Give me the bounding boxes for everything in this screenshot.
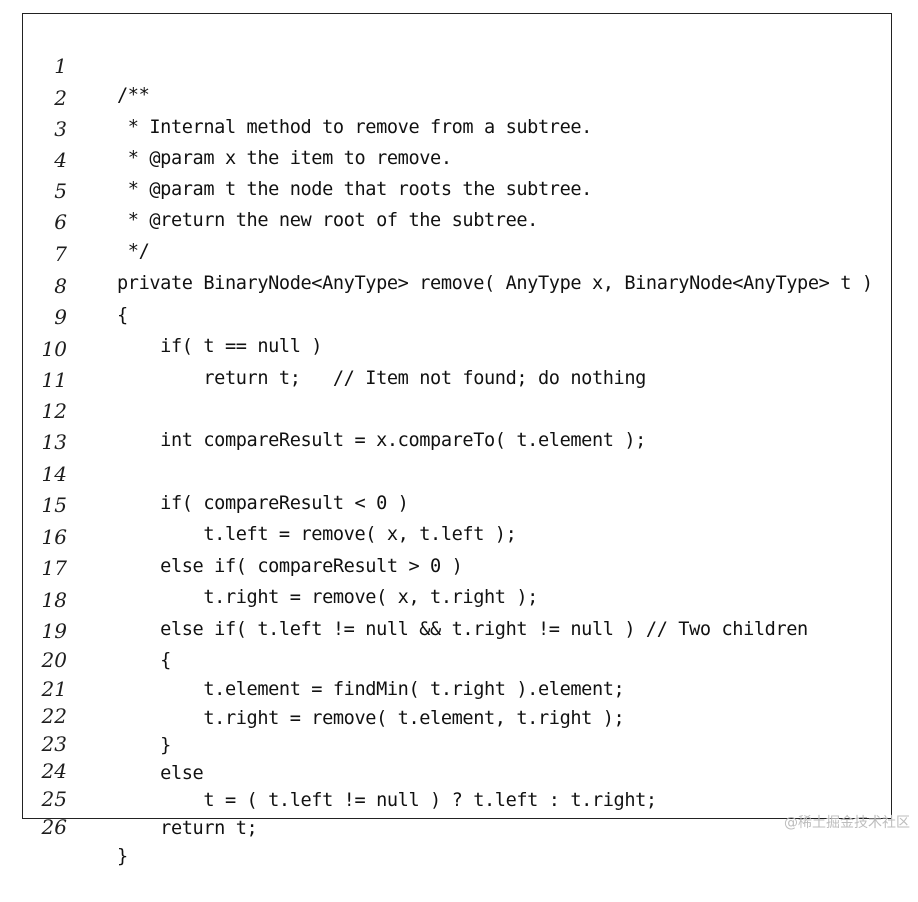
code-listing-frame: 1 /** 2 * Internal method to remove from… [22, 13, 892, 867]
line-code: else [117, 763, 204, 784]
code-line: 10 return t; // Item not found; do nothi… [23, 304, 891, 389]
code-line: 6 */ [23, 177, 891, 262]
line-code: if( t == null ) [117, 336, 323, 357]
line-code: } [117, 846, 128, 867]
code-line: 14 if( compareResult < 0 ) [23, 429, 891, 514]
line-code: * Internal method to remove from a subtr… [117, 117, 593, 138]
line-number: 9 [54, 305, 67, 329]
line-code: t.right = remove( t.element, t.right ); [117, 708, 625, 729]
line-code: * @param t the node that roots the subtr… [117, 179, 593, 200]
line-number: 15 [41, 493, 67, 517]
code-line: 19 { [23, 586, 891, 671]
line-number: 12 [41, 399, 67, 423]
line-code: else if( t.left != null && t.right != nu… [117, 619, 808, 640]
code-line: 23 else [23, 699, 891, 784]
code-line: 20 t.element = findMin( t.right ).elemen… [23, 615, 891, 700]
code-line: 2 * Internal method to remove from a sub… [23, 53, 891, 138]
line-code: else if( compareResult > 0 ) [117, 556, 463, 577]
line-number: 17 [41, 556, 67, 580]
line-number: 14 [41, 462, 67, 486]
line-number: 8 [54, 274, 67, 298]
line-code: { [117, 650, 171, 671]
line-code: * @return the new root of the subtree. [117, 210, 539, 231]
line-number: 18 [41, 588, 67, 612]
line-number: 25 [41, 787, 67, 811]
line-number: 20 [41, 648, 67, 672]
code-line: 3 * @param x the item to remove. [23, 84, 891, 169]
line-number: 2 [54, 86, 67, 110]
line-code: t.left = remove( x, t.left ); [117, 524, 517, 545]
line-code: { [117, 305, 128, 326]
line-number: 24 [41, 759, 67, 783]
code-line: 18 else if( t.left != null && t.right !=… [23, 555, 891, 640]
code-line: 13 [23, 397, 891, 454]
line-number: 6 [54, 210, 67, 234]
line-code: private BinaryNode<AnyType> remove( AnyT… [117, 273, 873, 294]
line-number: 23 [41, 732, 67, 756]
line-number: 22 [41, 704, 67, 728]
line-number: 11 [41, 368, 67, 392]
line-number: 19 [41, 619, 67, 643]
code-line: 25 return t; [23, 754, 891, 839]
line-number: 3 [54, 117, 67, 141]
code-line: 4 * @param t the node that roots the sub… [23, 115, 891, 200]
code-line: 21 t.right = remove( t.element, t.right … [23, 644, 891, 729]
line-code: /** [117, 85, 150, 106]
line-code: int compareResult = x.compareTo( t.eleme… [117, 430, 646, 451]
line-number: 1 [54, 54, 67, 78]
line-code: if( compareResult < 0 ) [117, 493, 409, 514]
line-number: 4 [54, 148, 67, 172]
line-number: 10 [41, 337, 67, 361]
line-code: * @param x the item to remove. [117, 148, 452, 169]
line-number: 13 [41, 430, 67, 454]
line-code: t = ( t.left != null ) ? t.left : t.righ… [117, 790, 657, 811]
code-line: 15 t.left = remove( x, t.left ); [23, 460, 891, 545]
line-number: 21 [41, 677, 67, 701]
line-number: 5 [54, 179, 67, 203]
code-line: 5 * @return the new root of the subtree. [23, 146, 891, 231]
code-line: 9 if( t == null ) [23, 272, 891, 357]
code-line: 17 t.right = remove( x, t.right ); [23, 523, 891, 608]
line-code: t.element = findMin( t.right ).element; [117, 679, 625, 700]
watermark: @稀土掘金技术社区 [784, 815, 910, 831]
code-line: 7 private BinaryNode<AnyType> remove( An… [23, 209, 891, 294]
code-line: 22 } [23, 671, 891, 756]
line-code: } [117, 735, 171, 756]
code-line: 8 { [23, 241, 891, 326]
line-code: return t; [117, 818, 258, 839]
code-line: 26 } [23, 782, 891, 867]
line-number: 16 [41, 525, 67, 549]
line-number: 26 [41, 815, 67, 839]
line-code: t.right = remove( x, t.right ); [117, 587, 538, 608]
code-line: 11 [23, 335, 891, 392]
code-line: 24 t = ( t.left != null ) ? t.left : t.r… [23, 726, 891, 811]
code-line: 1 /** [23, 21, 891, 106]
code-line: 12 int compareResult = x.compareTo( t.el… [23, 366, 891, 451]
line-code: return t; // Item not found; do nothing [117, 368, 646, 389]
code-listing: 1 /** 2 * Internal method to remove from… [23, 14, 891, 867]
line-number: 7 [54, 242, 67, 266]
code-line: 16 else if( compareResult > 0 ) [23, 492, 891, 577]
line-code: */ [117, 241, 150, 262]
